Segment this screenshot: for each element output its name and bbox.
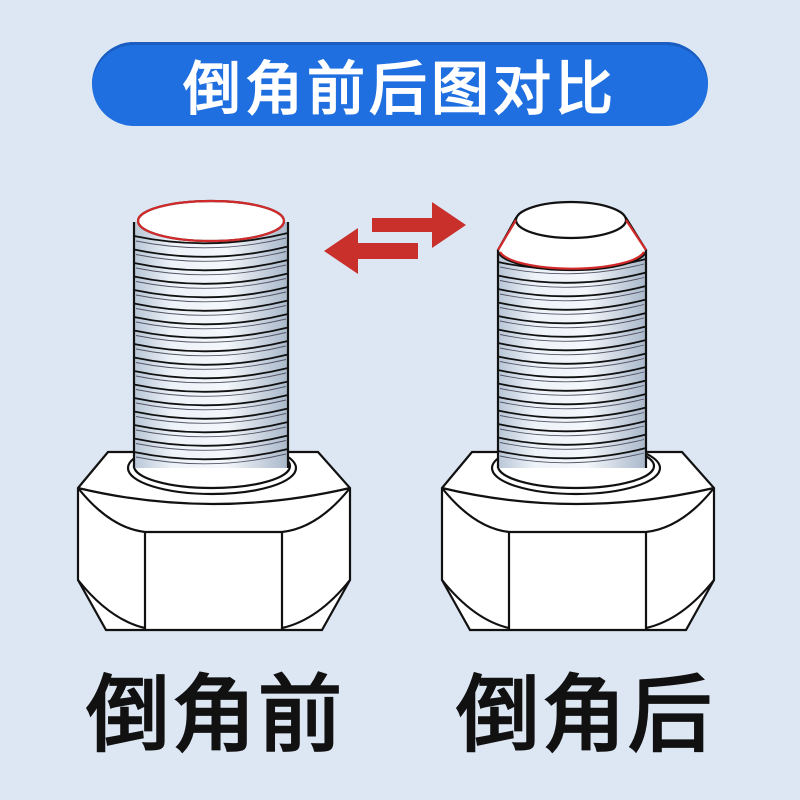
thread-ridge [133,394,289,407]
thread-groove [135,453,287,465]
thread-groove [135,413,287,424]
thread-groove [135,359,287,370]
thread-groove [499,344,645,356]
thread-ridge [133,272,289,285]
thread-ridge [497,312,647,325]
thread-groove [135,318,287,330]
thread-ridge [133,232,289,245]
thread-ridge [133,421,289,434]
thread-ridge [133,313,289,326]
thread-ridge [133,326,289,339]
thread-groove [135,345,287,357]
thread-ridge [133,340,289,353]
double-arrow-icon [324,202,466,274]
thread-ridge [497,366,647,379]
thread-ridge [497,325,647,338]
thread-groove [499,331,645,342]
thread-groove [499,304,645,315]
thread-ridge [133,286,289,299]
thread-groove [135,237,287,249]
thread-ridge [133,434,289,447]
thread-shaft-right [496,250,648,468]
chamfered-top-face [514,200,628,240]
thread-groove [135,278,287,289]
title-banner: 倒角前后图对比 [92,42,708,126]
bolt-before-chamfer [76,199,352,632]
thread-groove [499,263,645,275]
thread-ridge [497,406,647,419]
thread-shaft-left [132,222,290,468]
thread-groove [499,371,645,383]
hex-nut-right [440,440,716,632]
thread-groove [135,332,287,343]
thread-groove [499,277,645,288]
thread-groove [135,251,287,262]
thread-groove [135,305,287,316]
thread-groove [135,399,287,411]
hex-nut-left [76,440,352,632]
thread-ridge [497,271,647,284]
thread-ridge [133,367,289,380]
thread-groove [135,264,287,276]
thread-ridge [497,379,647,392]
thread-groove [135,386,287,397]
thread-groove [499,439,645,450]
thread-groove [135,426,287,438]
thread-ridge [497,352,647,365]
thread-groove [499,358,645,369]
thread-ridge [497,285,647,298]
red-edge-highlight [499,251,645,270]
arrow-right-shape [372,202,466,248]
thread-ridge [497,298,647,311]
thread-ridge [133,380,289,393]
thread-ridge [133,245,289,258]
thread-groove [499,385,645,396]
bolt-after-chamfer [440,200,716,632]
thread-ridge [497,339,647,352]
thread-ridge [133,353,289,366]
thread-groove [499,425,645,437]
thread-ridge [497,420,647,433]
thread-groove [499,412,645,423]
thread-ridge [133,448,289,461]
thread-groove [135,372,287,384]
red-edge-highlight [136,220,286,243]
thread-groove [499,290,645,302]
thread-groove [499,452,645,464]
thread-groove [135,440,287,451]
thread-ridge [497,447,647,460]
thread-ridge [133,299,289,312]
caption-after: 倒角后 [455,666,714,764]
thread-ridge [133,407,289,420]
thread-groove [499,317,645,329]
thread-groove [135,291,287,303]
thread-groove [499,398,645,410]
caption-before: 倒角前 [85,666,344,764]
thread-ridge [133,259,289,272]
arrow-left-shape [324,228,418,274]
page-title: 倒角前后图对比 [182,55,617,123]
thread-ridge [497,393,647,406]
thread-ridge [497,433,647,446]
